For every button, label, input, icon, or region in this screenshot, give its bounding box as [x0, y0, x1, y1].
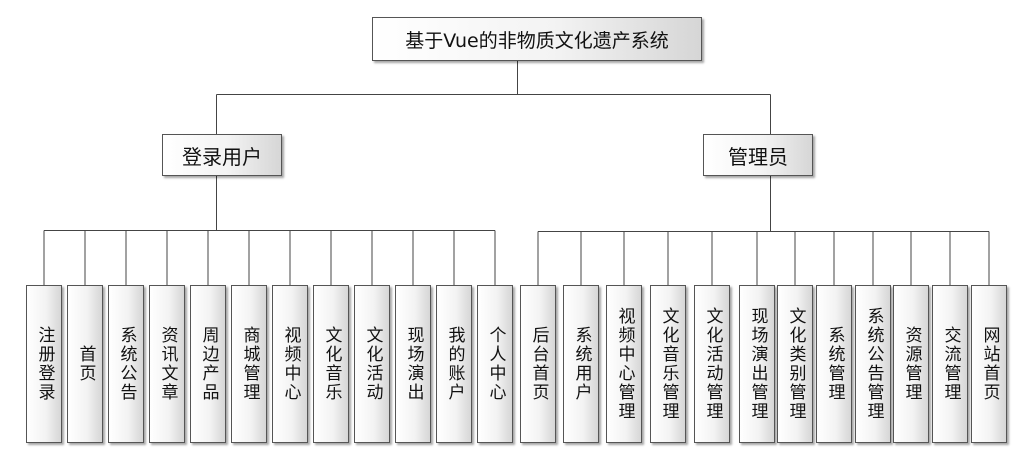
leaf-node: 系统公告 [108, 285, 144, 443]
leaf-label: 系统公告管理 [863, 307, 884, 421]
leaf-label: 商城管理 [239, 326, 260, 402]
leaf-label: 文化类别管理 [785, 307, 806, 421]
leaf-label: 网站首页 [979, 326, 1000, 402]
leaf-node: 商城管理 [231, 285, 267, 443]
leaf-node: 系统管理 [816, 285, 852, 443]
leaf-node: 交流管理 [932, 285, 968, 443]
leaf-node: 资讯文章 [149, 285, 185, 443]
leaf-label: 周边产品 [198, 326, 219, 402]
leaf-node: 文化类别管理 [777, 285, 813, 443]
root-label: 基于Vue的非物质文化遗产系统 [405, 29, 669, 52]
leaf-label: 文化音乐 [321, 326, 342, 402]
leaf-node: 现场演出 [395, 285, 431, 443]
leaf-label: 文化音乐管理 [658, 307, 679, 421]
leaf-label: 视频中心 [280, 326, 301, 402]
group-label-user: 登录用户 [182, 144, 262, 169]
leaf-node: 周边产品 [190, 285, 226, 443]
leaf-label: 我的账户 [444, 326, 465, 402]
leaf-node: 系统公告管理 [855, 285, 891, 443]
leaf-node: 注册登录 [26, 285, 62, 443]
leaf-label: 注册登录 [34, 326, 55, 402]
leaf-label: 交流管理 [940, 326, 961, 402]
leaf-label: 现场演出管理 [747, 307, 768, 421]
leaf-node: 文化活动 [354, 285, 390, 443]
leaf-label: 资讯文章 [157, 326, 178, 402]
leaf-node: 文化活动管理 [694, 285, 730, 443]
leaf-label: 资源管理 [901, 326, 922, 402]
leaf-label: 文化活动管理 [702, 307, 723, 421]
leaf-label: 视频中心管理 [614, 307, 635, 421]
leaf-node: 系统用户 [563, 285, 599, 443]
leaf-label: 系统管理 [824, 326, 845, 402]
leaf-node: 视频中心 [272, 285, 308, 443]
leaf-node: 网站首页 [971, 285, 1007, 443]
leaf-node: 我的账户 [436, 285, 472, 443]
leaf-label: 系统用户 [571, 326, 592, 402]
leaf-node: 首页 [67, 285, 103, 443]
leaf-node: 文化音乐 [313, 285, 349, 443]
leaf-node: 资源管理 [893, 285, 929, 443]
leaf-label: 个人中心 [485, 326, 506, 402]
leaf-label: 系统公告 [116, 326, 137, 402]
leaf-node: 视频中心管理 [606, 285, 642, 443]
leaf-label: 现场演出 [403, 326, 424, 402]
leaf-node: 后台首页 [520, 285, 556, 443]
leaf-node: 现场演出管理 [739, 285, 775, 443]
group-node-user: 登录用户 [162, 134, 282, 176]
group-label-admin: 管理员 [728, 144, 788, 169]
leaf-node: 个人中心 [477, 285, 513, 443]
root-node: 基于Vue的非物质文化遗产系统 [372, 17, 702, 61]
leaf-node: 文化音乐管理 [650, 285, 686, 443]
leaf-label: 后台首页 [528, 326, 549, 402]
leaf-label: 首页 [75, 345, 96, 383]
leaf-label: 文化活动 [362, 326, 383, 402]
group-node-admin: 管理员 [703, 134, 813, 176]
